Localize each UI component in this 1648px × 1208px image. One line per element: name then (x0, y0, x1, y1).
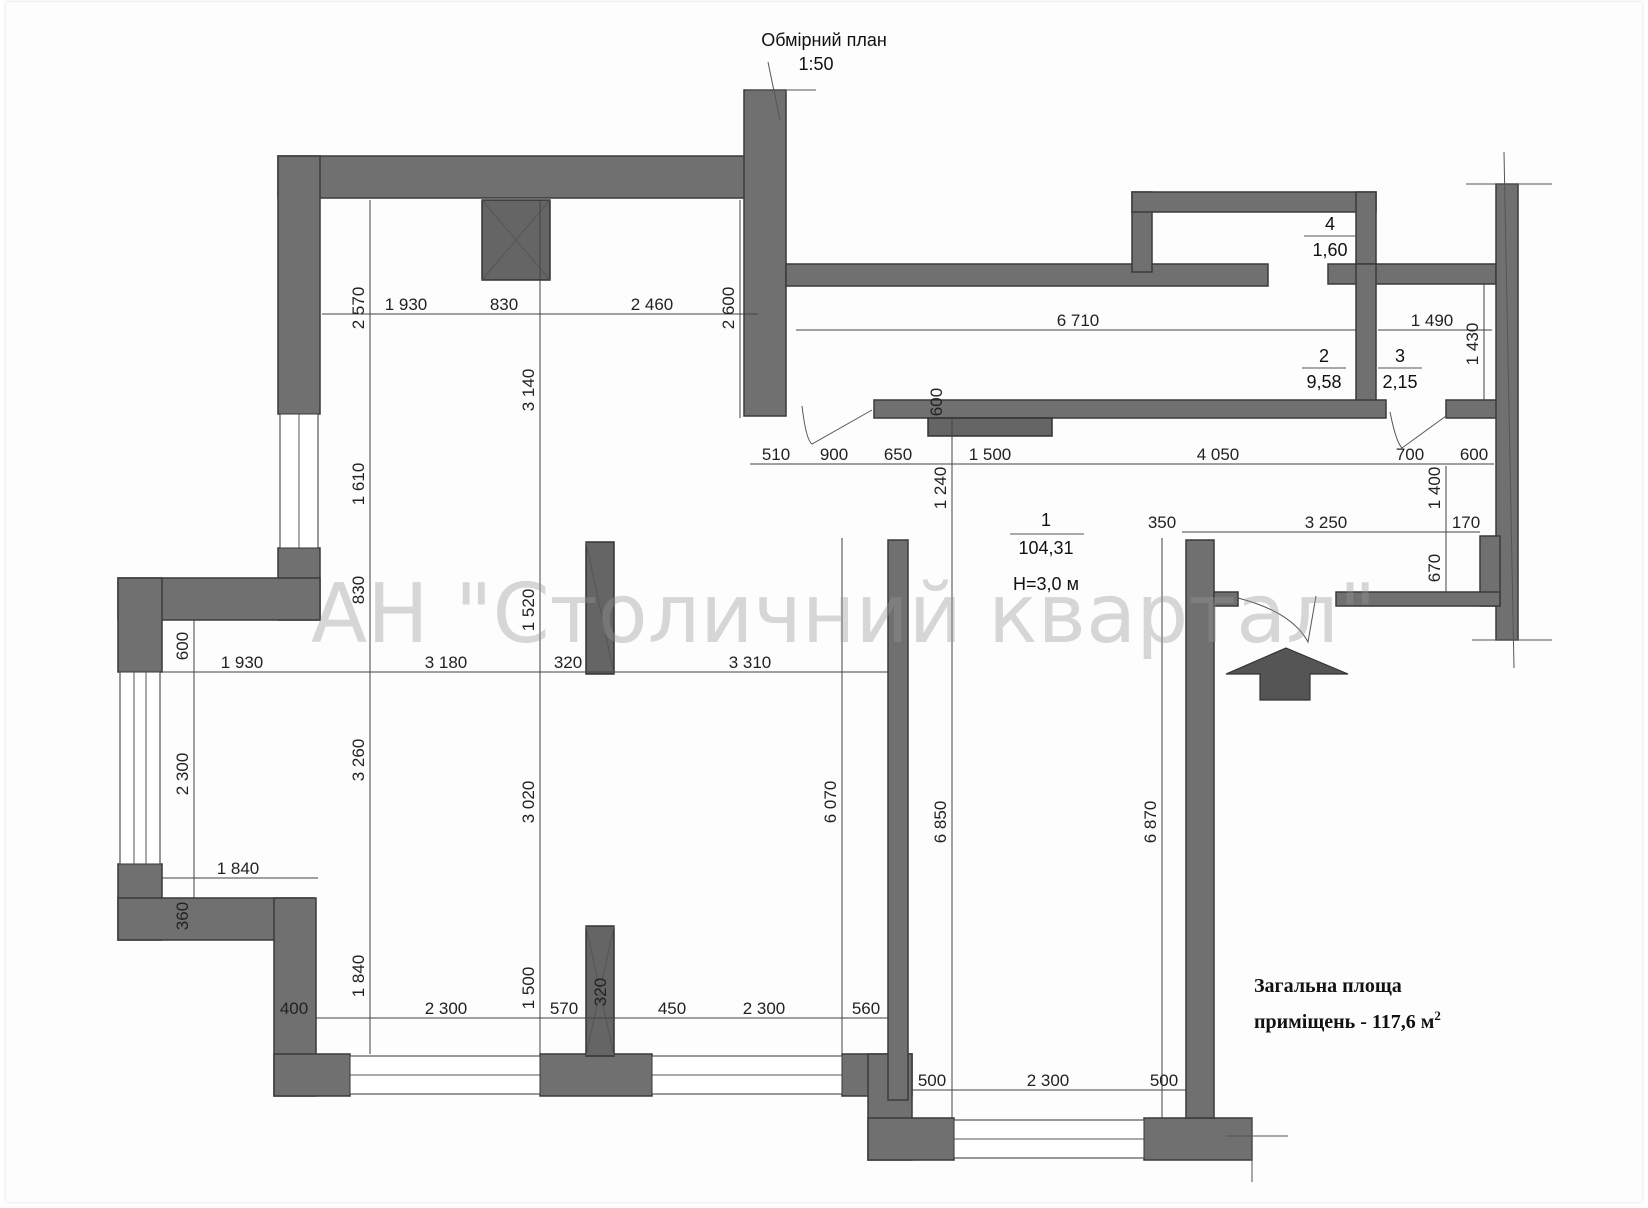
dim-label: 1 400 (1425, 467, 1444, 510)
door-lintel (927, 417, 1053, 437)
dim-label: 670 (1425, 554, 1444, 582)
dim-label: 1 430 (1463, 323, 1482, 366)
total-area-line1: Загальна площа (1254, 975, 1402, 997)
wall-shaft (743, 89, 787, 417)
dim-label: 1 840 (217, 859, 260, 878)
section-marks (746, 61, 1552, 1182)
wall-corridor-bottom (873, 399, 1387, 419)
room-3-number: 3 (1395, 346, 1405, 366)
dim-label: 900 (820, 445, 848, 464)
wall-room3-top (1327, 263, 1497, 285)
walls (117, 89, 1519, 1161)
wall-partition-a (887, 539, 909, 1101)
dim-label: 1 520 (519, 589, 538, 632)
dim-label: 4 050 (1197, 445, 1240, 464)
wall-corridor-top (785, 263, 1269, 287)
dim-label: 400 (280, 999, 308, 1018)
room-2-area: 9,58 (1306, 372, 1341, 392)
dim-label: 450 (658, 999, 686, 1018)
columns (481, 199, 1053, 1057)
dim-label: 830 (490, 295, 518, 314)
dim-label: 170 (1452, 513, 1480, 532)
dim-label: 2 300 (173, 753, 192, 796)
watermark: АН "Столичний квартал" (311, 567, 1376, 662)
dim-label: 830 (349, 576, 368, 604)
windows (119, 413, 1145, 1159)
wall-bottom-right2 (1143, 1117, 1253, 1161)
dim-label: 3 250 (1305, 513, 1348, 532)
plan-title: Обмірний план (761, 30, 887, 50)
wall-partition-b (1185, 539, 1215, 1119)
floor-plan: Обмірний план 1:50 1 104,31 H=3,0 м 2 9,… (117, 30, 1552, 1182)
dim-label: 6 710 (1057, 311, 1100, 330)
wall-entry-bottom (1335, 591, 1501, 607)
dim-label: 320 (591, 978, 610, 1006)
dim-label: 6 070 (821, 781, 840, 824)
dim-label: 3 140 (519, 369, 538, 412)
dim-label: 6 850 (931, 801, 950, 844)
dim-label: 510 (762, 445, 790, 464)
dim-label: 3 020 (519, 781, 538, 824)
dim-label: 1 240 (931, 467, 950, 510)
dim-label: 1 930 (385, 295, 428, 314)
dim-label: 1 490 (1411, 311, 1454, 330)
dim-label: 600 (927, 388, 946, 416)
plan-scale: 1:50 (798, 54, 833, 74)
room-1-height: H=3,0 м (1013, 574, 1079, 594)
total-area-value: приміщень - 117,6 м (1254, 1011, 1434, 1033)
window-bay (119, 671, 161, 865)
room-2-number: 2 (1319, 346, 1329, 366)
wall-left-upper (277, 155, 321, 415)
room-1-number: 1 (1041, 510, 1051, 530)
wall-bottom-corner (867, 1117, 955, 1161)
dim-label: 320 (554, 653, 582, 672)
wall-bottom-left (273, 1053, 351, 1097)
wall-room2-right (1355, 263, 1377, 415)
dim-label: 2 300 (1027, 1071, 1070, 1090)
wall-top-left (277, 155, 779, 199)
dim-label: 2 600 (719, 287, 738, 330)
dim-label: 6 870 (1141, 801, 1160, 844)
dim-label: 2 300 (743, 999, 786, 1018)
dim-label: 2 570 (349, 287, 368, 330)
dim-label: 700 (1396, 445, 1424, 464)
wall-room3-bottom (1445, 399, 1501, 419)
wall-bottom-pier (539, 1053, 653, 1097)
room-4-number: 4 (1325, 214, 1335, 234)
room-1-area: 104,31 (1018, 538, 1073, 558)
dim-label: 350 (1148, 513, 1176, 532)
plan-frame: Обмірний план 1:50 1 104,31 H=3,0 м 2 9,… (6, 2, 1642, 1202)
dim-label: 500 (918, 1071, 946, 1090)
dim-label: 560 (852, 999, 880, 1018)
total-area-sup: 2 (1434, 1008, 1441, 1023)
dim-label: 570 (550, 999, 578, 1018)
dim-label: 600 (1460, 445, 1488, 464)
dim-label: 1 500 (969, 445, 1012, 464)
dim-label: 3 180 (425, 653, 468, 672)
dim-label: 1 840 (349, 955, 368, 998)
dim-label: 2 460 (631, 295, 674, 314)
dim-label: 3 310 (729, 653, 772, 672)
dim-label: 3 260 (349, 739, 368, 782)
dim-label: 600 (173, 632, 192, 660)
dim-label: 1 930 (221, 653, 264, 672)
dim-label: 2 300 (425, 999, 468, 1018)
dim-label: 360 (173, 902, 192, 930)
dim-label: 1 610 (349, 463, 368, 506)
entrance-arrow-icon (1225, 647, 1349, 701)
dim-label: 1 500 (519, 967, 538, 1010)
dim-label: 500 (1150, 1071, 1178, 1090)
dimension-labels: 1 930 830 2 460 6 710 1 490 510 900 650 … (173, 287, 1488, 1090)
wall-entry-stub (1213, 591, 1239, 607)
doors (801, 405, 1447, 644)
wall-bay-left-upper (117, 577, 163, 673)
room-4-area: 1,60 (1312, 240, 1347, 260)
dimension-lines (162, 200, 1494, 1118)
wall-room4-top (1131, 191, 1377, 213)
total-area-line2: приміщень - 117,6 м2 (1254, 1008, 1441, 1033)
room-3-area: 2,15 (1382, 372, 1417, 392)
dim-label: 650 (884, 445, 912, 464)
